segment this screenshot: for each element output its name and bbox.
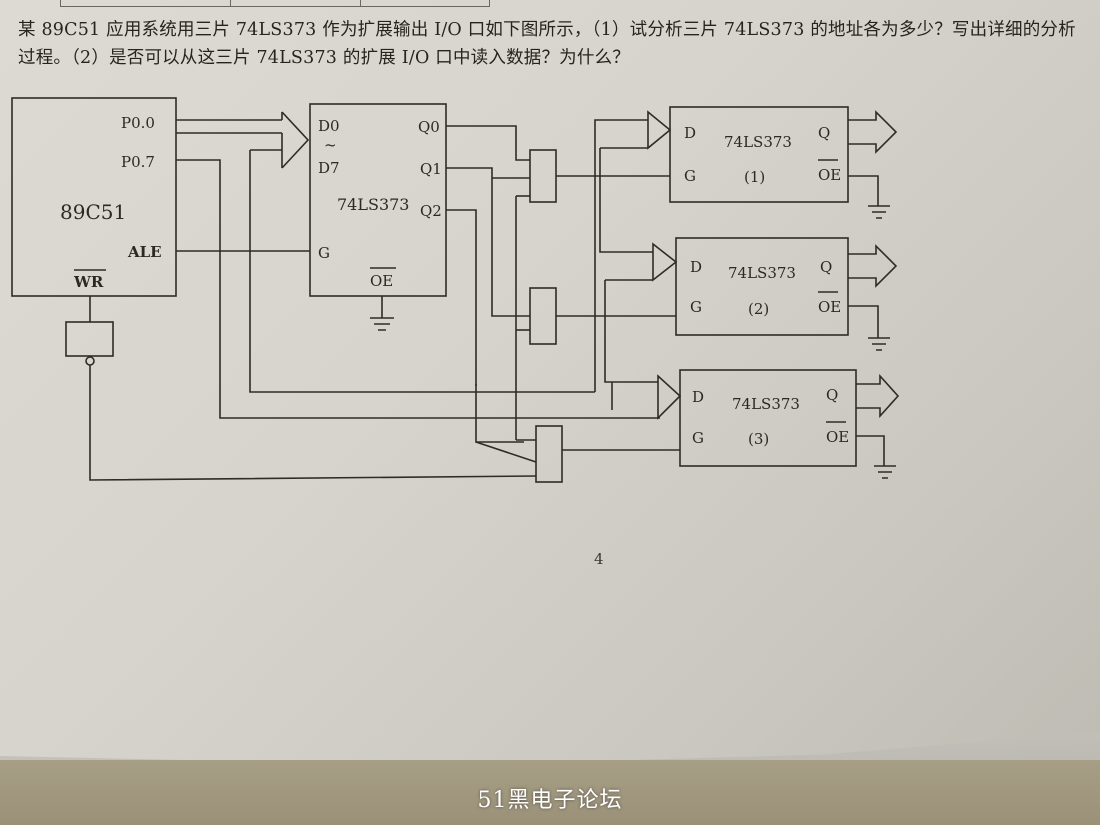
latch3-pin-g: G: [692, 429, 704, 447]
pin-label-q1: Q1: [420, 160, 442, 178]
pin-label-g: G: [318, 244, 330, 262]
latch3-index: (3): [748, 430, 769, 448]
or-gate-3: [535, 425, 563, 483]
latch2-index: (2): [748, 300, 769, 318]
page-number: 4: [594, 550, 604, 568]
pin-label-ale: ALE: [127, 243, 162, 261]
pin-label-p00: P0.0: [121, 114, 155, 132]
latch3-pin-q: Q: [826, 386, 838, 404]
pin-label-wr: WR: [73, 273, 104, 291]
gate-outputs-to-latch-g: [516, 175, 680, 451]
pin-label-q0: Q0: [418, 118, 440, 136]
output-latch-3-block: [679, 369, 857, 467]
latch1-pin-q: Q: [818, 124, 830, 142]
address-lines: [446, 125, 530, 443]
forum-watermark: 51黑电子论坛: [477, 788, 623, 813]
data-bus-to-output-latches: [594, 110, 682, 420]
oe-ground-connections: [370, 175, 896, 479]
pin-label-oe: OE: [370, 272, 393, 290]
latch2-pin-d: D: [690, 258, 702, 276]
latch-name: 74LS373: [337, 195, 409, 214]
latch2-pin-q: Q: [820, 258, 832, 276]
latch3-name: 74LS373: [732, 395, 800, 413]
output-latch-1-block: [669, 106, 849, 203]
latch1-pin-oe: OE: [818, 166, 841, 184]
data-bus-p0-to-latch: [176, 111, 660, 419]
latch2-pin-g: G: [690, 298, 702, 316]
output-q-arrows: [848, 110, 900, 419]
mcu-name: 89C51: [60, 200, 126, 224]
table-edge-remnant: [60, 0, 490, 7]
latch2-pin-oe: OE: [818, 298, 841, 316]
question-text: 某 89C51 应用系统用三片 74LS373 作为扩展输出 I/O 口如下图所…: [18, 20, 1076, 68]
latch1-pin-g: G: [684, 167, 696, 185]
output-latch-2-block: [675, 237, 849, 336]
or-gate-1: [529, 149, 557, 203]
latch3-pin-oe: OE: [826, 428, 849, 446]
pin-label-d0: D0: [318, 117, 340, 135]
latch1-name: 74LS373: [724, 133, 792, 151]
mcu-89c51-block: [11, 97, 177, 297]
latch3-pin-d: D: [692, 388, 704, 406]
address-latch-block: [309, 103, 447, 297]
desk-surface: [0, 760, 1100, 825]
pin-label-q2: Q2: [420, 202, 442, 220]
latch2-name: 74LS373: [728, 264, 796, 282]
wr-inverter-path: [65, 296, 537, 481]
latch1-pin-d: D: [684, 124, 696, 142]
pin-label-tilde: ~: [324, 136, 337, 154]
or-gate-2: [529, 287, 557, 345]
pin-label-d7: D7: [318, 159, 340, 177]
pin-label-p07: P0.7: [121, 153, 155, 171]
latch1-index: (1): [744, 168, 765, 186]
